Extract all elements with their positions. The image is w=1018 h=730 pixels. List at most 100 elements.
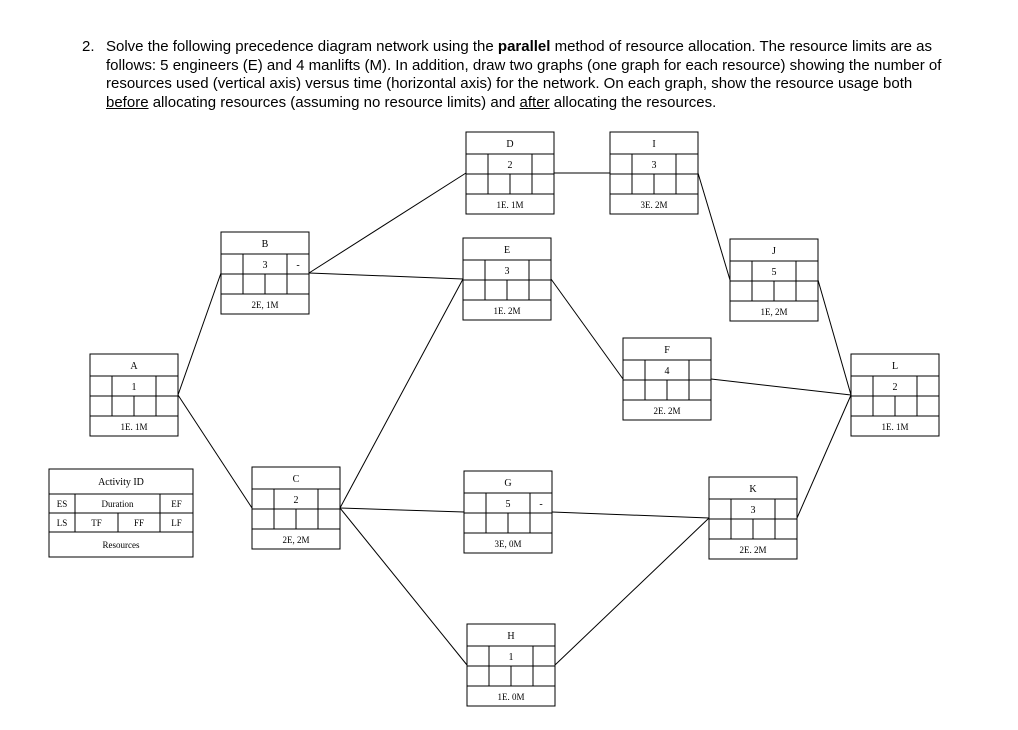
legend-resources: Resources xyxy=(103,540,140,550)
activity-l-duration: 2 xyxy=(893,382,898,393)
legend-node: Activity ID ES Duration EF LS TF FF LF R… xyxy=(48,468,194,558)
activity-j-resources: 1E, 2M xyxy=(761,307,788,317)
activity-node-g: G 5 - 3E, 0M xyxy=(463,470,553,554)
activity-node-i: I 3 3E. 2M xyxy=(609,131,699,215)
activity-h-duration: 1 xyxy=(509,652,514,663)
legend-ef: EF xyxy=(171,499,182,509)
activity-j-box xyxy=(729,238,819,322)
legend-lf: LF xyxy=(171,518,182,528)
link-i-j xyxy=(697,172,731,281)
activity-h-id: H xyxy=(507,631,514,642)
question-part-1: Solve the following precedence diagram n… xyxy=(106,38,498,55)
activity-node-f: F 4 2E. 2M xyxy=(622,337,712,421)
legend-duration: Duration xyxy=(102,499,134,509)
activity-node-c: C 2 2E, 2M xyxy=(251,466,341,550)
link-e-f xyxy=(550,278,624,380)
activity-a-resources: 1E. 1M xyxy=(121,422,148,432)
question-part-4: allocating the resources. xyxy=(549,93,717,111)
question-underline-after: after xyxy=(519,93,550,111)
activity-f-id: F xyxy=(664,345,670,356)
link-c-e xyxy=(339,278,464,509)
activity-a-duration: 1 xyxy=(132,382,137,393)
activity-b-resources: 2E, 1M xyxy=(252,300,279,310)
activity-b-duration: 3 xyxy=(263,260,268,271)
link-g-k xyxy=(551,511,710,519)
network-links xyxy=(177,172,852,666)
activity-node-e: E 3 1E. 2M xyxy=(462,237,552,321)
link-a-b xyxy=(177,272,222,396)
activity-d-resources: 1E. 1M xyxy=(497,200,524,210)
activity-j-id: J xyxy=(772,246,776,257)
activity-d-duration: 2 xyxy=(508,160,513,171)
activity-c-resources: 2E, 2M xyxy=(283,535,310,545)
activity-k-box xyxy=(708,476,798,560)
link-b-d xyxy=(308,172,467,274)
activity-node-h: H 1 1E. 0M xyxy=(466,623,556,707)
link-j-l xyxy=(817,279,852,396)
activity-k-resources: 2E. 2M xyxy=(740,545,767,555)
activity-node-a: A 1 1E. 1M xyxy=(89,353,179,437)
activity-d-box xyxy=(465,131,555,215)
activity-l-id: L xyxy=(892,361,898,372)
network-nodes: A 1 1E. 1M B 3 - 2E, 1M C 2 2E, 2M D 2 1E. 1M E 3 1E. 2… xyxy=(89,131,940,707)
activity-g-id: G xyxy=(504,478,511,489)
activity-a-id: A xyxy=(130,361,138,372)
activity-k-duration: 3 xyxy=(751,505,756,516)
activity-i-id: I xyxy=(652,139,655,150)
question-bold-word: parallel xyxy=(497,38,551,55)
activity-i-duration: 3 xyxy=(652,160,657,171)
legend-activity-id: Activity ID xyxy=(98,477,144,488)
link-c-h xyxy=(339,507,468,666)
link-f-l xyxy=(710,378,852,396)
question-text: 2. Solve the following precedence diagra… xyxy=(82,38,942,112)
legend-ls: LS xyxy=(57,518,68,528)
activity-g-box xyxy=(463,470,553,554)
activity-c-box xyxy=(251,466,341,550)
activity-j-duration: 5 xyxy=(772,267,777,278)
activity-i-box xyxy=(609,131,699,215)
activity-h-resources: 1E. 0M xyxy=(498,692,525,702)
link-a-c xyxy=(177,394,253,509)
activity-k-id: K xyxy=(749,484,757,495)
activity-e-box xyxy=(462,237,552,321)
activity-h-box xyxy=(466,623,556,707)
activity-i-resources: 3E. 2M xyxy=(641,200,668,210)
link-k-l xyxy=(796,394,852,519)
activity-a-box xyxy=(89,353,179,437)
question-body: Solve the following precedence diagram n… xyxy=(82,38,942,112)
activity-e-resources: 1E. 2M xyxy=(494,306,521,316)
question-underline-before: before xyxy=(106,93,149,111)
activity-e-duration: 3 xyxy=(505,266,510,277)
link-h-k xyxy=(554,517,710,666)
activity-b-id: B xyxy=(262,239,269,250)
question-number: 2. xyxy=(82,38,95,55)
activity-f-box xyxy=(622,337,712,421)
activity-b-box xyxy=(220,231,310,315)
activity-l-box xyxy=(850,353,940,437)
activity-c-duration: 2 xyxy=(294,495,299,506)
question-part-2: method of resource allocation. The resou… xyxy=(106,38,942,92)
activity-e-id: E xyxy=(504,245,510,256)
activity-b-ef-mark: - xyxy=(296,260,299,271)
activity-f-resources: 2E. 2M xyxy=(654,406,681,416)
legend-ff: FF xyxy=(134,518,144,528)
activity-d-id: D xyxy=(506,139,513,150)
activity-node-b: B 3 - 2E, 1M xyxy=(220,231,310,315)
activity-g-resources: 3E, 0M xyxy=(495,539,522,549)
activity-g-duration: 5 xyxy=(506,499,511,510)
activity-node-d: D 2 1E. 1M xyxy=(465,131,555,215)
activity-f-duration: 4 xyxy=(665,366,670,377)
activity-c-id: C xyxy=(293,474,300,485)
question-part-3: allocating resources (assuming no resour… xyxy=(148,93,520,111)
activity-l-resources: 1E. 1M xyxy=(882,422,909,432)
activity-node-j: J 5 1E, 2M xyxy=(729,238,819,322)
link-b-e xyxy=(308,272,464,280)
link-c-g xyxy=(339,507,465,513)
activity-g-ef-mark: - xyxy=(539,499,542,510)
legend-es: ES xyxy=(57,499,68,509)
activity-node-k: K 3 2E. 2M xyxy=(708,476,798,560)
activity-node-l: L 2 1E. 1M xyxy=(850,353,940,437)
legend-tf: TF xyxy=(91,518,102,528)
